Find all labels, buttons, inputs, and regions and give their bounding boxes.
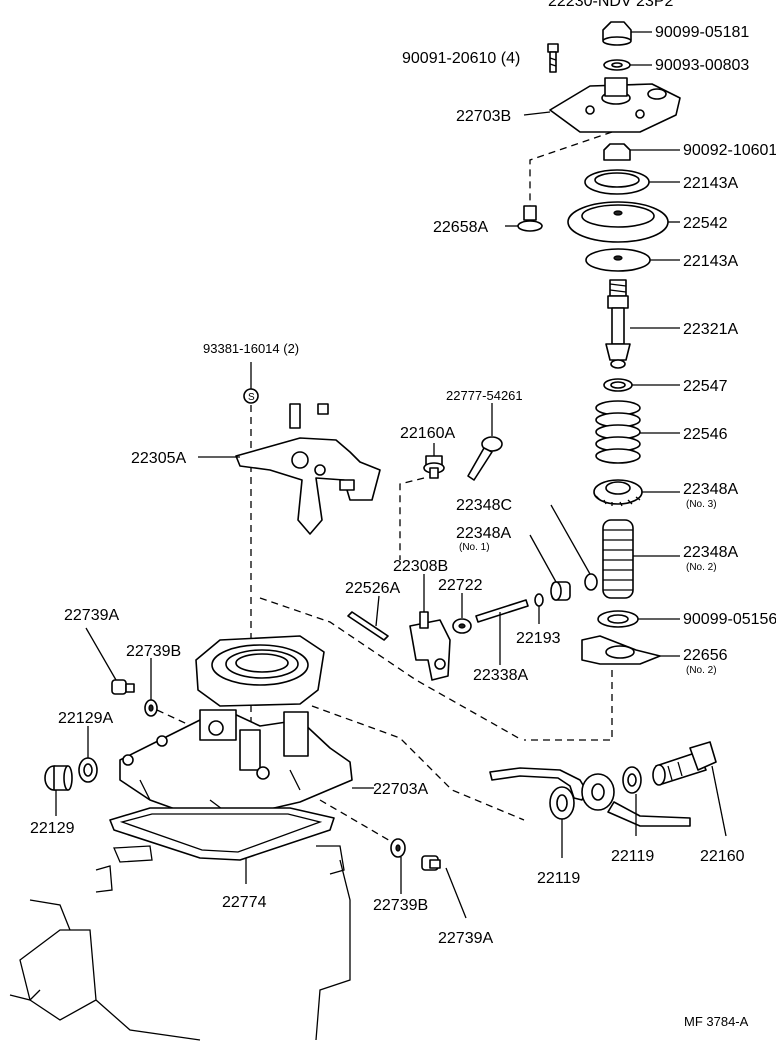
label-22703A: 22703A <box>373 781 428 798</box>
banjo-pipe-part <box>489 767 691 827</box>
bolt-22160-part <box>652 741 717 786</box>
bracket-22308B-part <box>409 611 451 681</box>
label-22129: 22129 <box>30 820 75 837</box>
label-22119-b: 22119 <box>611 848 654 865</box>
label-90092-10601: 90092-10601 <box>683 142 776 159</box>
bush-22348A-no1-part <box>550 581 571 601</box>
clip-22193-part <box>534 593 544 607</box>
label-22143A-top: 22143A <box>683 175 738 192</box>
collar-22722-part <box>452 618 472 634</box>
gasket-22119-b-part <box>622 766 642 794</box>
gasket-22129A-part <box>78 757 98 783</box>
label-22143A-bottom: 22143A <box>683 253 738 270</box>
pin-22526A-part <box>347 611 389 641</box>
label-22348A-no2-sub: (No. 2) <box>686 562 717 573</box>
spring-part <box>595 400 641 464</box>
label-22160: 22160 <box>700 848 745 865</box>
svg-text:S: S <box>248 392 255 403</box>
fitting-22777-part <box>467 436 503 481</box>
label-22348A-no3: 22348A <box>683 481 738 498</box>
plug-22129-part <box>44 765 73 791</box>
screw-s-part: S <box>243 388 259 404</box>
label-22305A: 22305A <box>131 450 186 467</box>
bolt-22658A-part <box>517 205 543 232</box>
engine-block-part <box>9 845 351 1041</box>
governor-cover-part <box>549 77 681 133</box>
label-90099-05156: 90099-05156 <box>683 611 776 628</box>
label-22338A: 22338A <box>473 667 528 684</box>
plug-22160A-part <box>423 455 445 479</box>
label-22777-54261: 22777-54261 <box>446 388 523 403</box>
label-22348C: 22348C <box>456 497 512 514</box>
gasket-small-part <box>603 59 631 71</box>
label-22348A-no3-sub: (No. 3) <box>686 499 717 510</box>
shaft-22338A-part <box>475 599 529 623</box>
label-22526A: 22526A <box>345 580 400 597</box>
shaft-part <box>605 279 631 369</box>
label-22321A: 22321A <box>683 321 738 338</box>
boot-part <box>602 519 634 599</box>
label-22547: 22547 <box>683 378 728 395</box>
label-22658A: 22658A <box>433 219 488 236</box>
label-22656: 22656 <box>683 647 728 664</box>
washer-top-part <box>584 169 650 195</box>
label-22129A: 22129A <box>58 710 113 727</box>
plug-22739A-right-part <box>421 855 441 871</box>
label-22348A-no1-sub: (No. 1) <box>459 542 490 553</box>
label-90099-05181: 90099-05181 <box>655 24 749 41</box>
label-90093-00803: 90093-00803 <box>655 57 749 74</box>
label-22193: 22193 <box>516 630 561 647</box>
gasket-22774-part <box>109 807 335 861</box>
ring-22547-part <box>603 378 633 392</box>
screw-part <box>547 43 559 73</box>
lever-assembly-part <box>235 403 381 535</box>
label-93381-16014: 93381-16014 (2) <box>203 341 299 356</box>
label-22739B-left: 22739B <box>126 643 181 660</box>
label-22119-a: 22119 <box>537 870 580 887</box>
label-22739A-right: 22739A <box>438 930 493 947</box>
gasket-22739B-left-part <box>144 699 158 717</box>
diagram-code: MF 3784-A <box>684 1014 749 1029</box>
label-22542: 22542 <box>683 215 728 232</box>
header-fragment: 22230-NDV 23P2 <box>548 0 674 10</box>
label-22656-sub: (No. 2) <box>686 665 717 676</box>
label-22703B: 22703B <box>456 108 511 125</box>
washer-bottom-part <box>585 248 651 272</box>
label-90091-20610: 90091-20610 (4) <box>402 50 520 67</box>
label-22774: 22774 <box>222 894 267 911</box>
label-22739B-right: 22739B <box>373 897 428 914</box>
cap-nut-part <box>602 21 632 46</box>
gasket-22739B-right-part <box>390 838 406 858</box>
label-22160A: 22160A <box>400 425 455 442</box>
label-22739A-left: 22739A <box>64 607 119 624</box>
nut-part <box>603 143 631 161</box>
label-22308B: 22308B <box>393 558 448 575</box>
label-22722: 22722 <box>438 577 483 594</box>
bracket-22656-part <box>581 635 661 665</box>
diaphragm-part <box>567 201 669 243</box>
label-22348A-no1: 22348A <box>456 525 511 542</box>
pump-housing-part <box>119 635 353 819</box>
gear-plate-part <box>593 479 643 507</box>
label-22348A-no2: 22348A <box>683 544 738 561</box>
label-22546: 22546 <box>683 426 728 443</box>
washer-22348C-part <box>584 573 598 591</box>
plug-22739A-left-part <box>111 679 135 695</box>
seal-ring-part <box>597 610 639 628</box>
gasket-22119-a-part <box>549 786 575 820</box>
